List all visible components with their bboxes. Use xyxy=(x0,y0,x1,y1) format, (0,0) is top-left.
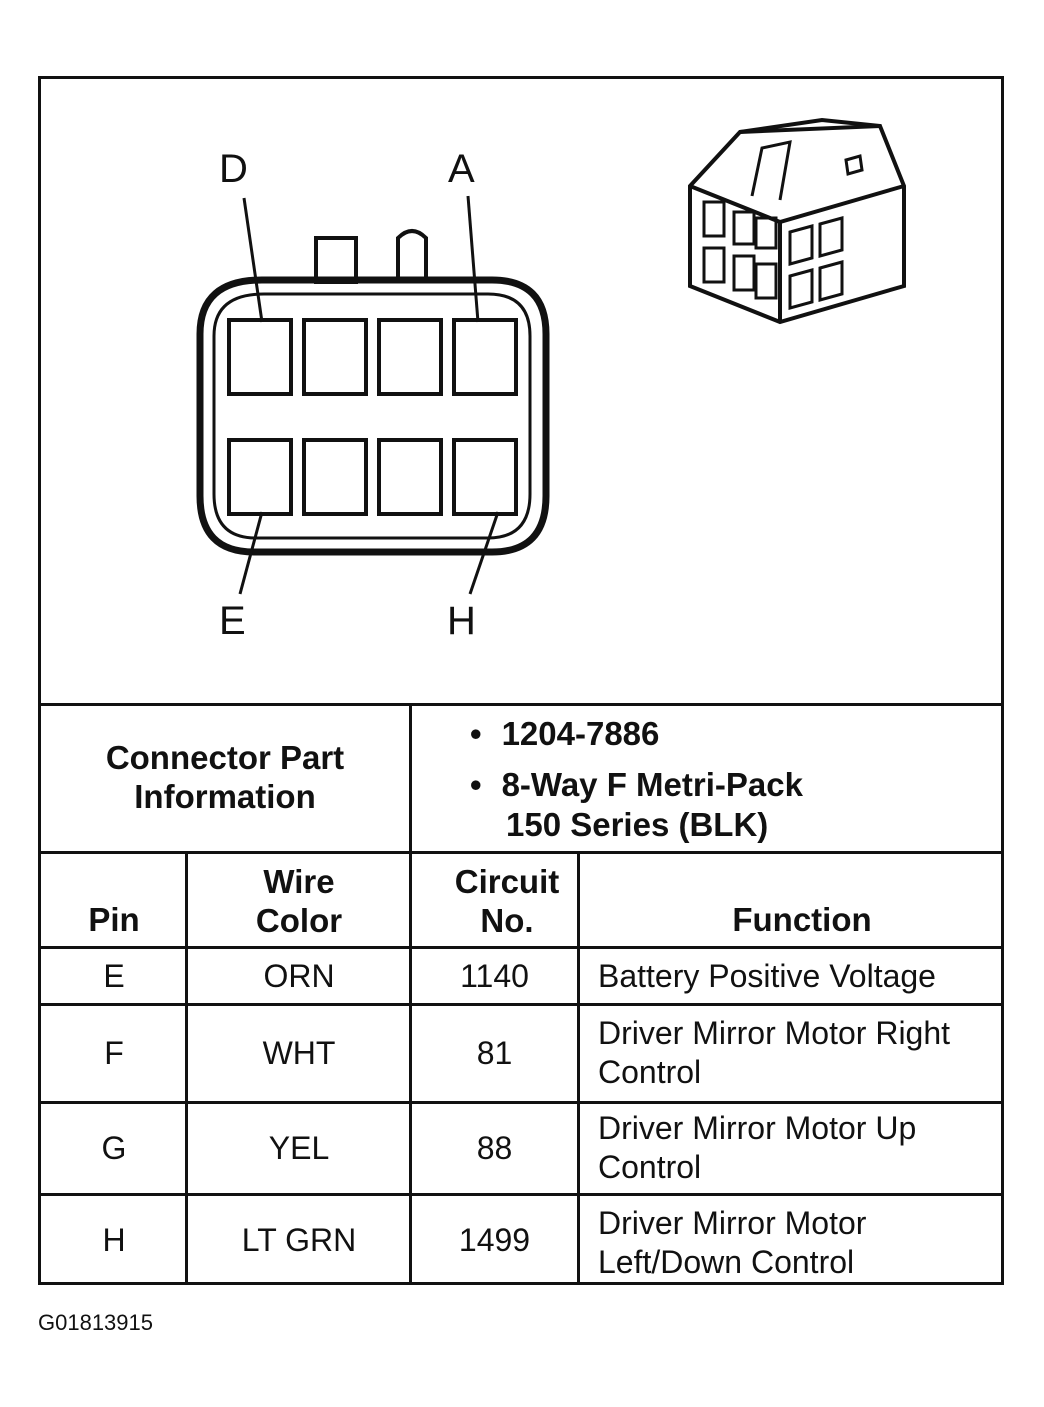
table-row-wire: YEL xyxy=(268,1130,330,1166)
pin-cavity xyxy=(302,318,368,396)
table-row-wire: WHT xyxy=(262,1035,336,1071)
col-header-pin: Pin xyxy=(88,901,140,938)
table-row-function: Battery Positive Voltage xyxy=(598,958,936,994)
connector-type-bullet: • 8-Way F Metri-Pack xyxy=(470,765,803,805)
connector-drawing: D A E H xyxy=(196,117,906,643)
pin-cavity xyxy=(377,438,443,516)
table-row-function: Driver Mirror Motor Right Control xyxy=(598,1015,951,1090)
housing-inner xyxy=(212,292,532,540)
part-number-bullet: • 1204-7886 xyxy=(470,714,659,754)
connector-type: 8-Way F Metri-Pack xyxy=(501,766,803,803)
col-header-function: Function xyxy=(732,901,872,938)
table-row-function: Driver Mirror Motor Left/Down Control xyxy=(598,1205,867,1280)
table-row-pin: E xyxy=(103,957,125,994)
part-info-label: Connector Part Information xyxy=(44,738,406,816)
table-rule-row xyxy=(38,1101,1004,1104)
table-rule-row xyxy=(38,1003,1004,1006)
table-row-wire: ORN xyxy=(263,957,335,994)
connector-face xyxy=(196,195,550,595)
diagram-frame xyxy=(38,76,1004,1285)
col-header-circuit-no: Circuit No. xyxy=(454,863,560,939)
table-rule-col xyxy=(409,703,412,1283)
part-info-label-line1: Connector Part xyxy=(105,739,345,776)
pin-cavity-h xyxy=(452,438,518,516)
pin-cavity xyxy=(377,318,443,396)
leader-line-h xyxy=(468,511,500,595)
part-info-label-line2: Information xyxy=(134,778,316,815)
bullet-symbol: • xyxy=(470,766,482,803)
table-rule-col xyxy=(185,851,188,1283)
table-rule-top xyxy=(38,703,1004,706)
pin-cavity-e xyxy=(227,438,293,516)
leader-line-d xyxy=(242,197,264,323)
table-row-circuit: 1499 xyxy=(458,1222,531,1258)
table-row-pin: H xyxy=(102,1222,126,1258)
pin-cavity-d xyxy=(227,318,293,396)
col-header-wire-color: Wire Color xyxy=(255,863,343,939)
table-rule-row xyxy=(38,1193,1004,1196)
table-row-pin: F xyxy=(104,1035,124,1071)
latch-tab xyxy=(314,236,358,284)
table-rule-col xyxy=(577,851,580,1283)
pin-cavity xyxy=(302,438,368,516)
housing-outer xyxy=(196,276,550,556)
figure-id: G01813915 xyxy=(38,1310,153,1335)
table-row-function: Driver Mirror Motor Up Control xyxy=(598,1110,917,1185)
leader-line-a xyxy=(466,195,480,323)
connector-isometric xyxy=(688,117,906,325)
pin-label-d: D xyxy=(219,147,248,191)
polarizing-key xyxy=(396,229,428,282)
table-row-circuit: 1140 xyxy=(460,957,529,994)
bullet-symbol: • xyxy=(470,715,482,752)
table-rule-colheader xyxy=(38,946,1004,949)
table-row-circuit: 81 xyxy=(476,1035,513,1071)
table-row-pin: G xyxy=(101,1130,127,1166)
leader-line-e xyxy=(238,511,264,595)
pin-label-a: A xyxy=(448,147,475,191)
pin-cavity-a xyxy=(452,318,518,396)
pin-label-e: E xyxy=(219,599,246,643)
pin-label-h: H xyxy=(447,599,476,643)
connector-series: 150 Series (BLK) xyxy=(506,806,769,843)
part-number: 1204-7886 xyxy=(501,715,660,752)
table-row-circuit: 88 xyxy=(476,1130,513,1166)
table-row-wire: LT GRN xyxy=(241,1222,357,1258)
table-rule-header xyxy=(38,851,1004,854)
